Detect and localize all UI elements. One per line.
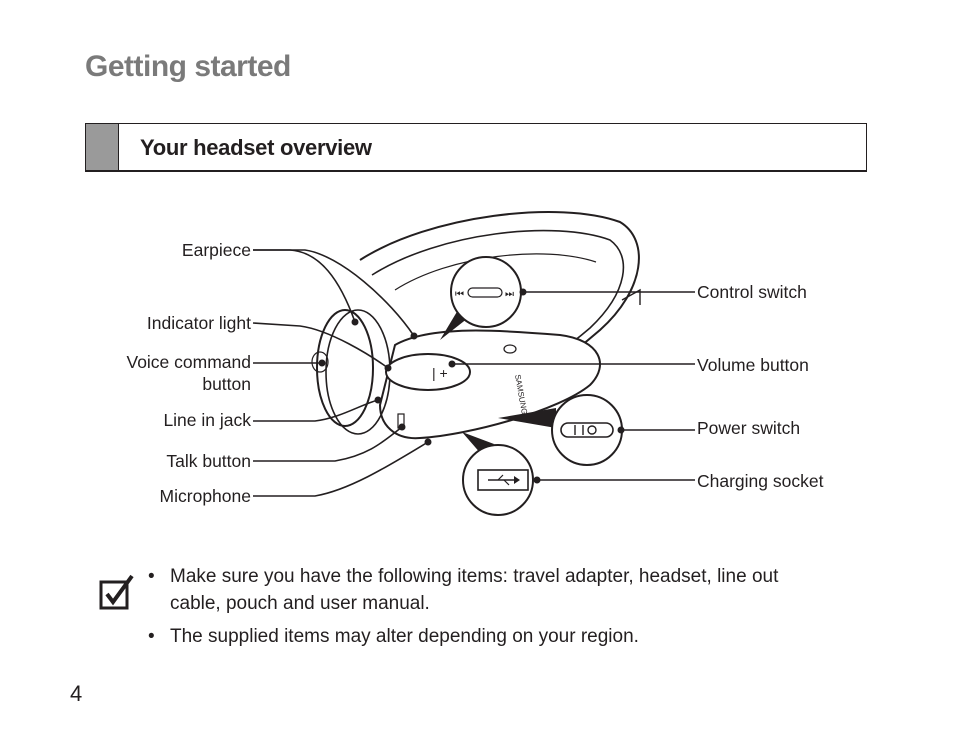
leader-dots-left [318,318,432,446]
power-switch-icon [560,422,614,438]
headband-band [394,253,597,291]
bullet: • [148,626,155,647]
page-title: Getting started [85,50,291,83]
list-item: • Make sure you have the following items… [148,563,790,617]
label-microphone: Microphone [160,486,251,506]
label-voice-command-line1: Voice command [126,352,251,372]
note-text: The supplied items may alter depending o… [170,626,639,647]
usb-icon [477,469,529,491]
label-voice-command-line2: button [202,374,251,394]
power-callout-wedge [498,408,556,428]
bullet: • [148,566,155,587]
control-switch-icon: ⏮ ⏭ [455,287,514,300]
leader-lines-left [252,249,429,497]
label-line-in-jack: Line in jack [163,410,251,430]
volume-plus-icon: | + [432,365,448,381]
label-charging-socket: Charging socket [697,471,824,491]
volume-panel [385,353,471,391]
voice-command-knob [311,351,329,373]
section-header: Your headset overview [85,123,867,172]
section-header-swatch [86,124,119,170]
label-indicator-light: Indicator light [147,313,251,333]
section-title: Your headset overview [140,135,372,160]
label-earpiece: Earpiece [182,240,251,260]
checkbox-check-icon [99,574,134,610]
note-text: Make sure you have the following items: … [170,566,779,614]
control-switch-knob [503,344,517,354]
page-number: 4 [70,681,83,706]
leader-lines-right [452,291,695,481]
list-item: • The supplied items may alter depending… [148,623,790,650]
headband-hinge [621,288,641,305]
label-volume-button: Volume button [697,355,809,375]
label-control-switch: Control switch [697,282,807,302]
leader-dots-right [448,288,625,484]
label-talk-button: Talk button [166,451,251,471]
svg-text:⏮: ⏮ [455,289,464,300]
note-list: • Make sure you have the following items… [148,563,790,656]
svg-text:⏭: ⏭ [505,289,514,300]
label-power-switch: Power switch [697,418,800,438]
